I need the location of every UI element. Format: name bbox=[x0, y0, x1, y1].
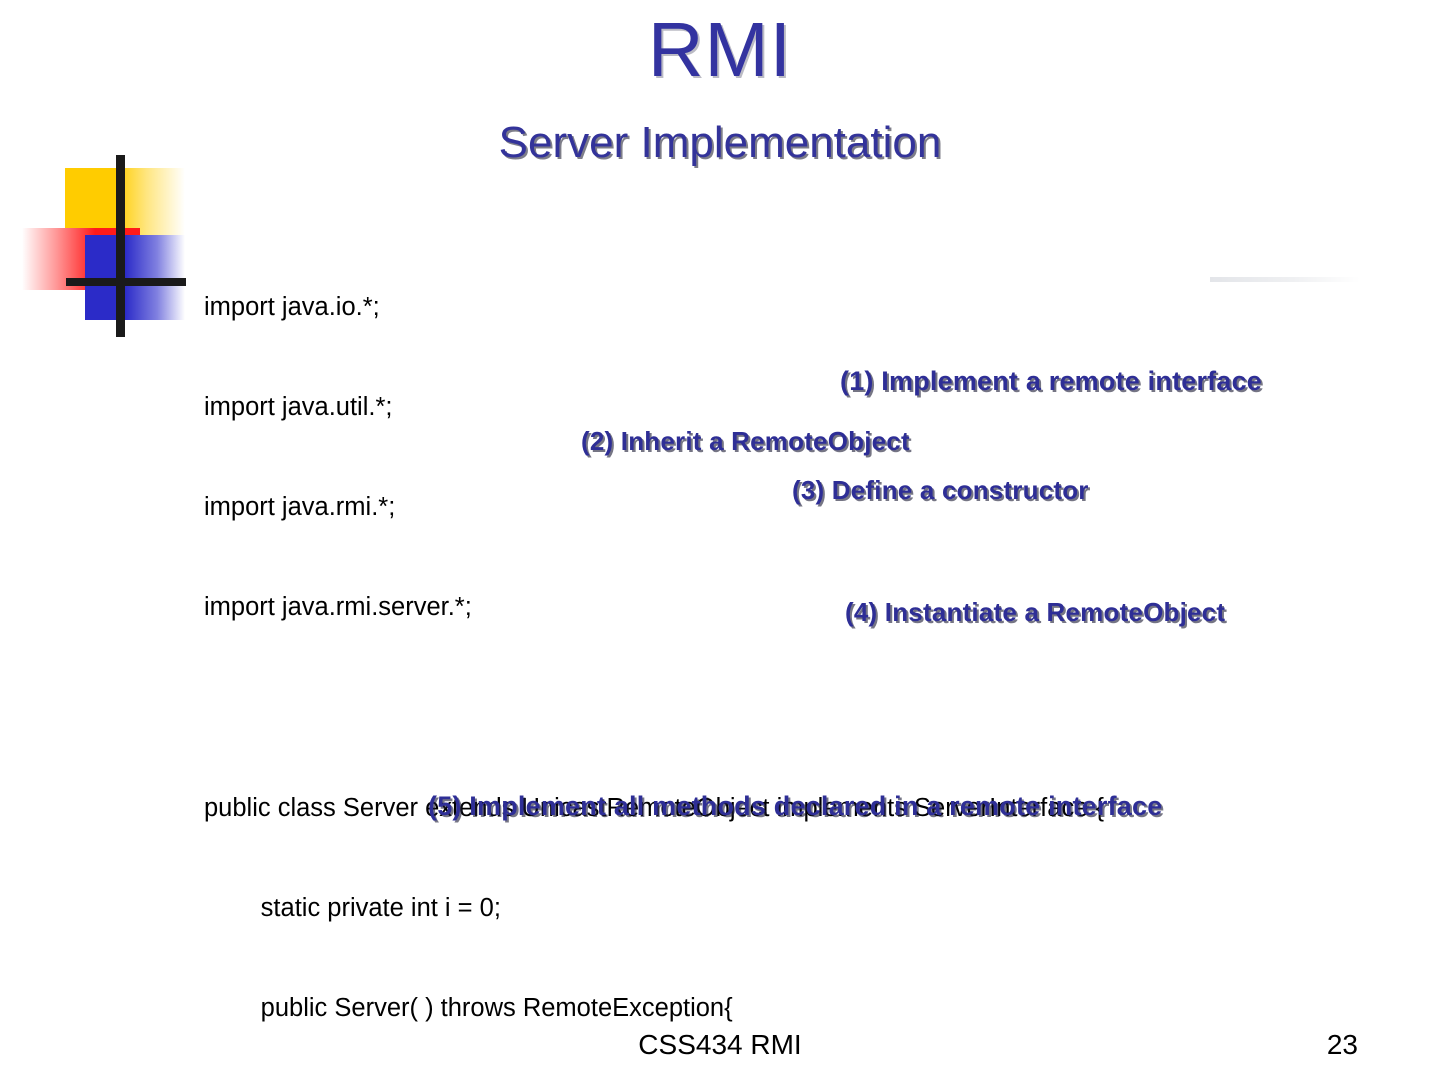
page-number: 23 bbox=[1326, 1029, 1358, 1060]
decorative-divider bbox=[1210, 277, 1360, 282]
code-line-blank bbox=[204, 692, 1304, 725]
code-line: import java.util.*; bbox=[204, 393, 393, 422]
code-line: import java.io.*; bbox=[204, 292, 380, 321]
annotation-1: (1) Implement a remote interface bbox=[840, 366, 1263, 396]
code-block: import java.io.*; import java.util.*; im… bbox=[204, 224, 1304, 1080]
decorative-logo bbox=[0, 140, 210, 340]
slide-title: RMI bbox=[647, 7, 793, 93]
annotation-3: (3) Define a constructor bbox=[792, 475, 1089, 505]
annotation-2: (2) Inherit a RemoteObject bbox=[581, 426, 910, 456]
code-line: public class Server extends UnicastRemot… bbox=[204, 793, 1104, 822]
code-line: public Server( ) throws RemoteException{ bbox=[204, 994, 733, 1023]
logo-vertical-line bbox=[116, 155, 125, 337]
code-line: import java.rmi.server.*; bbox=[204, 593, 472, 622]
annotation-4: (4) Instantiate a RemoteObject bbox=[845, 597, 1226, 627]
slide-subtitle: Server Implementation bbox=[498, 118, 942, 167]
footer-label: CSS434 RMI bbox=[638, 1029, 802, 1060]
code-line: static private int i = 0; bbox=[204, 894, 501, 923]
logo-blue-square bbox=[85, 235, 185, 320]
logo-horizontal-line bbox=[66, 278, 186, 286]
annotation-5: (5) Implement all methods declared in a … bbox=[428, 791, 1163, 821]
code-line: import java.rmi.*; bbox=[204, 493, 396, 522]
